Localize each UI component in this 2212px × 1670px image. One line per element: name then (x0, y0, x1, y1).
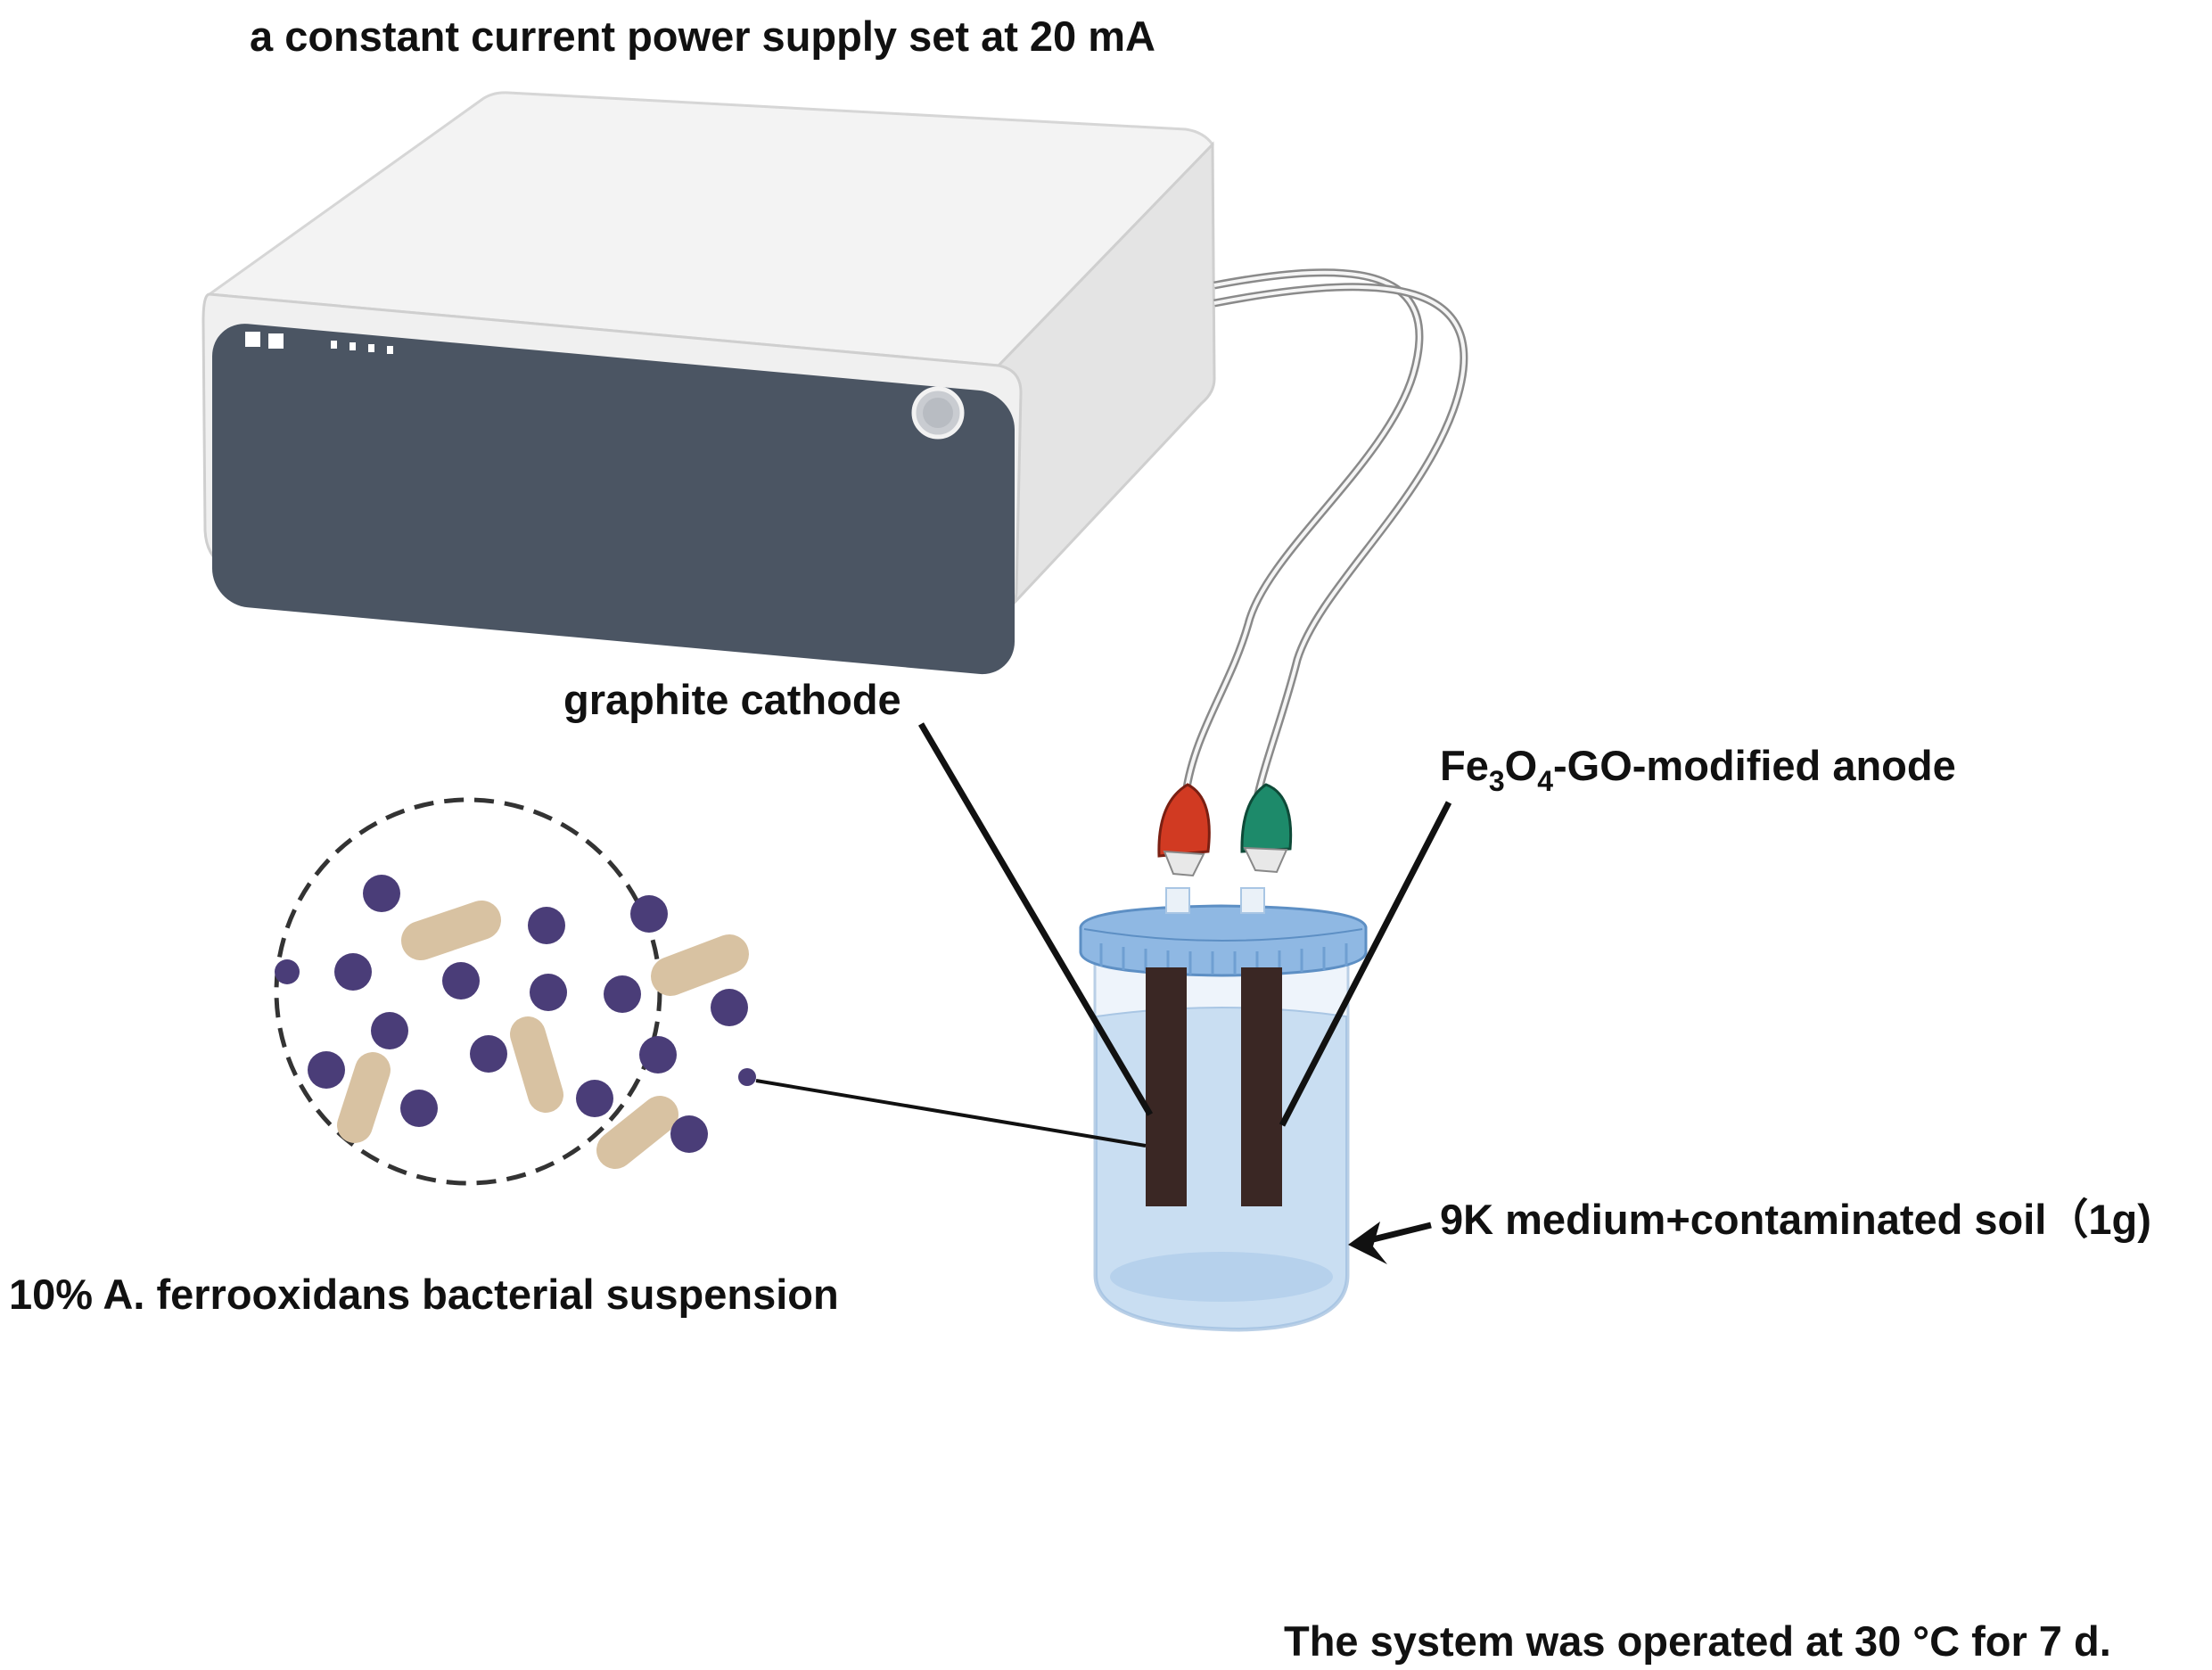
coccus-bacterium (576, 1080, 613, 1117)
power-supply-side (997, 141, 1216, 612)
power-supply (201, 91, 1216, 675)
anode-pointer (1279, 801, 1452, 1127)
coccus-bacterium (308, 1051, 345, 1089)
bacteria-magnifier (274, 797, 756, 1186)
rod-bacterium (401, 901, 501, 960)
power-supply-panel (212, 324, 1015, 675)
indicator-dot (368, 344, 374, 352)
coccus-bacterium (363, 875, 400, 912)
coccus-bacterium (400, 1090, 438, 1127)
cables (1181, 268, 1468, 799)
coccus-bacterium (442, 962, 480, 1000)
coccus-bacterium (738, 1068, 756, 1086)
coccus-bacterium (630, 895, 668, 933)
coccus-bacterium (530, 974, 567, 1011)
indicator-dot (349, 342, 356, 350)
coccus-bacterium (334, 953, 372, 991)
coccus-bacterium (371, 1012, 408, 1049)
conditions-label: The system was operated at 30 °C for 7 d… (1284, 1617, 2111, 1665)
medium-arrowhead (1348, 1222, 1387, 1264)
coccus-bacterium (670, 1115, 708, 1153)
rod-bacterium (337, 1052, 391, 1143)
rod-bacterium (651, 934, 749, 996)
rod-bacterium (596, 1096, 678, 1169)
rod-bacterium (510, 1016, 563, 1113)
bacteria-pointer (755, 1079, 1147, 1148)
medium-label: 9K medium+contaminated soil（1g) (1440, 1196, 2151, 1243)
coccus-bacterium (711, 989, 748, 1026)
coccus-bacterium (470, 1035, 507, 1073)
clip-red (1157, 783, 1211, 877)
cable-green (1213, 283, 1468, 799)
coccus-bacterium (275, 959, 300, 984)
cathode-label: graphite cathode (563, 676, 901, 723)
medium-pointer (1365, 1222, 1432, 1245)
indicator-light (268, 333, 284, 349)
graphite-cathode (1146, 967, 1187, 1206)
indicator-dot (387, 346, 393, 354)
power-supply-label: a constant current power supply set at 2… (250, 12, 1155, 60)
coccus-bacterium (528, 907, 565, 944)
pointer-lines (755, 722, 1452, 1264)
coccus-bacterium (639, 1036, 677, 1074)
indicator-dot (331, 341, 337, 349)
modified-anode (1241, 967, 1282, 1206)
power-supply-top (205, 91, 1214, 367)
clip-green (1240, 783, 1293, 874)
indicator-light (245, 332, 260, 347)
coccus-bacterium (604, 975, 641, 1013)
anode-label: Fe3O4-GO-modified anode (1440, 742, 1956, 797)
cathode-pointer (917, 722, 1154, 1116)
reaction-jar (1079, 887, 1368, 1332)
bacteria-label: 10% A. ferrooxidans bacterial suspension (9, 1271, 839, 1318)
